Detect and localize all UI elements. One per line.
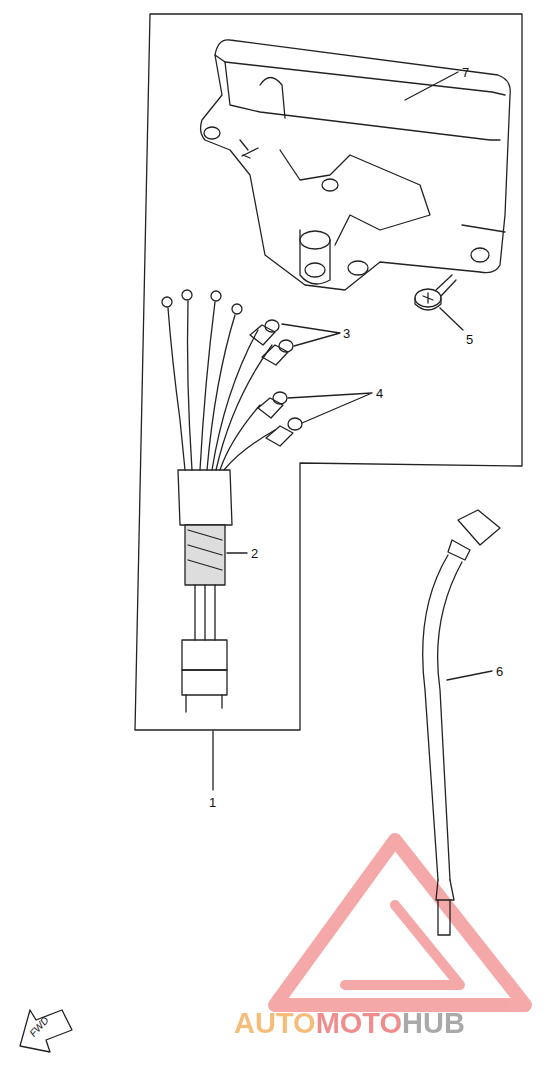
callout-number: 3	[343, 327, 350, 340]
callout-number: 6	[496, 665, 503, 678]
callout-number: 2	[251, 547, 258, 560]
callout-number: 4	[376, 387, 383, 400]
callout-number: 1	[209, 796, 216, 809]
leader-line	[440, 308, 463, 330]
callout-number: 5	[466, 333, 473, 346]
cable	[423, 510, 500, 935]
leader-line	[227, 552, 247, 553]
leader-line	[242, 148, 258, 156]
bulb-sockets	[250, 320, 302, 446]
leader-line	[447, 671, 492, 680]
assembly-frame	[135, 14, 522, 730]
meter-housing	[201, 40, 511, 290]
wire-harness	[162, 290, 275, 712]
watermark-logo	[275, 840, 525, 1005]
leader-line	[282, 324, 340, 346]
leader-line	[405, 72, 458, 100]
direction-label: FWD	[28, 1015, 51, 1039]
watermark: AUTOMOTOHUB	[234, 1009, 465, 1038]
callout-number: 7	[462, 66, 469, 79]
fwd-arrow	[20, 1010, 72, 1052]
screw	[415, 275, 456, 310]
leader-line	[212, 731, 213, 790]
leader-line	[288, 393, 372, 423]
